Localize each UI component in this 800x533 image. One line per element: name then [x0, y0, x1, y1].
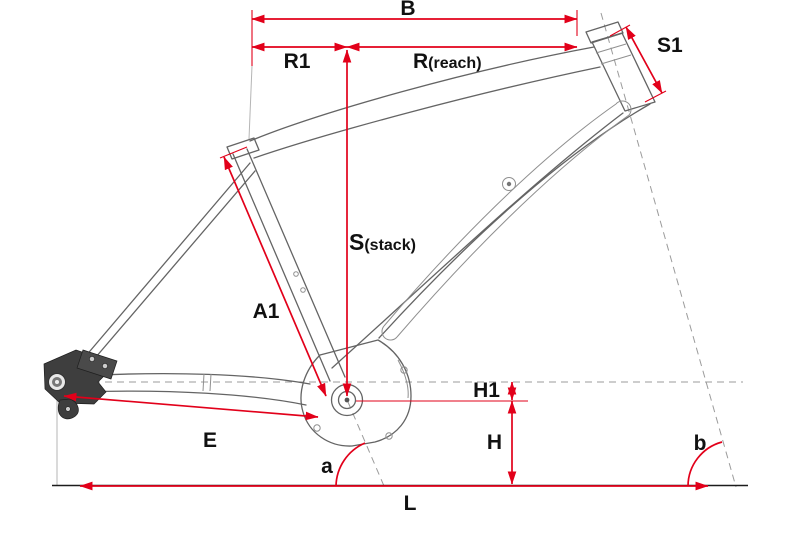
bottle-boss-1 — [293, 271, 299, 277]
battery-cover-edge-2 — [396, 114, 630, 338]
label-L: L — [404, 492, 417, 515]
seat-tube-right-edge — [246, 148, 346, 378]
motor-bolt-1 — [313, 424, 321, 432]
motor-casing — [300, 339, 412, 447]
bottom-bracket-center — [344, 397, 350, 403]
charge-port-center — [506, 181, 512, 187]
cable-guide-tick-2 — [209, 373, 212, 392]
caliper-bolt-1 — [89, 356, 95, 362]
charge-port — [502, 177, 516, 191]
battery-cover-cap-top — [615, 100, 632, 116]
brake-caliper — [76, 349, 118, 380]
label-B: B — [400, 0, 415, 20]
rear-axle-center — [55, 380, 59, 384]
label-reach: R(reach) — [413, 50, 482, 73]
construction-lines — [56, 12, 743, 488]
motor-bolt-3 — [400, 366, 408, 374]
dimension-lines — [63, 10, 723, 491]
caliper-bolt-2 — [102, 363, 108, 369]
cable-guide-tick-1 — [202, 373, 205, 392]
bottle-boss-2 — [300, 287, 306, 293]
witness-S1-bottom — [644, 90, 667, 103]
label-stack-sub: (stack) — [364, 237, 416, 254]
top-tube-upper-edge — [249, 46, 595, 142]
battery-cover-edge-1 — [383, 103, 617, 327]
motor-inner-line — [397, 359, 409, 399]
label-R1: R1 — [284, 50, 311, 73]
label-angle-a: a — [321, 455, 333, 478]
dim-A1-line — [223, 156, 327, 397]
label-A1: A1 — [253, 300, 280, 323]
angle-a-arc — [335, 442, 366, 487]
seat-clamp — [226, 137, 260, 160]
head-tube-top-cap — [585, 21, 624, 44]
label-E: E — [203, 429, 217, 452]
seatpost-reference-line — [248, 65, 253, 140]
dim-E-line — [63, 392, 319, 421]
label-angle-b: b — [694, 432, 707, 455]
chain-stay-lower — [79, 390, 307, 406]
label-H1: H1 — [473, 379, 500, 402]
label-H: H — [487, 431, 502, 454]
label-S1: S1 — [657, 34, 683, 57]
seat-stay-lower — [77, 170, 256, 379]
seat-tube-left-edge — [232, 153, 331, 382]
down-tube-lower-edge — [331, 112, 624, 369]
hanger-bolt — [65, 406, 71, 412]
angle-b-arc — [687, 441, 723, 487]
steering-axis-line — [600, 12, 737, 488]
seat-tube-axis-extension — [347, 401, 385, 487]
label-reach-sub: (reach) — [428, 55, 481, 72]
down-tube-upper-edge — [378, 103, 651, 339]
label-reach-main: R — [413, 50, 428, 73]
seat-stay-upper — [72, 162, 251, 372]
motor-bolt-2 — [385, 432, 393, 440]
label-stack-main: S — [349, 229, 364, 255]
battery-cover-cap-bottom — [381, 325, 398, 341]
dimension-labels: B R1 R(reach) S1 S(stack) A1 H1 H E L a … — [203, 0, 706, 515]
top-tube-lower-edge — [253, 66, 601, 159]
dim-S1-line — [625, 26, 663, 94]
witness-A1-top — [219, 146, 248, 159]
label-stack: S(stack) — [349, 229, 416, 255]
headset-spacer-line-2 — [600, 54, 632, 65]
headset-spacer-line-1 — [595, 43, 627, 54]
